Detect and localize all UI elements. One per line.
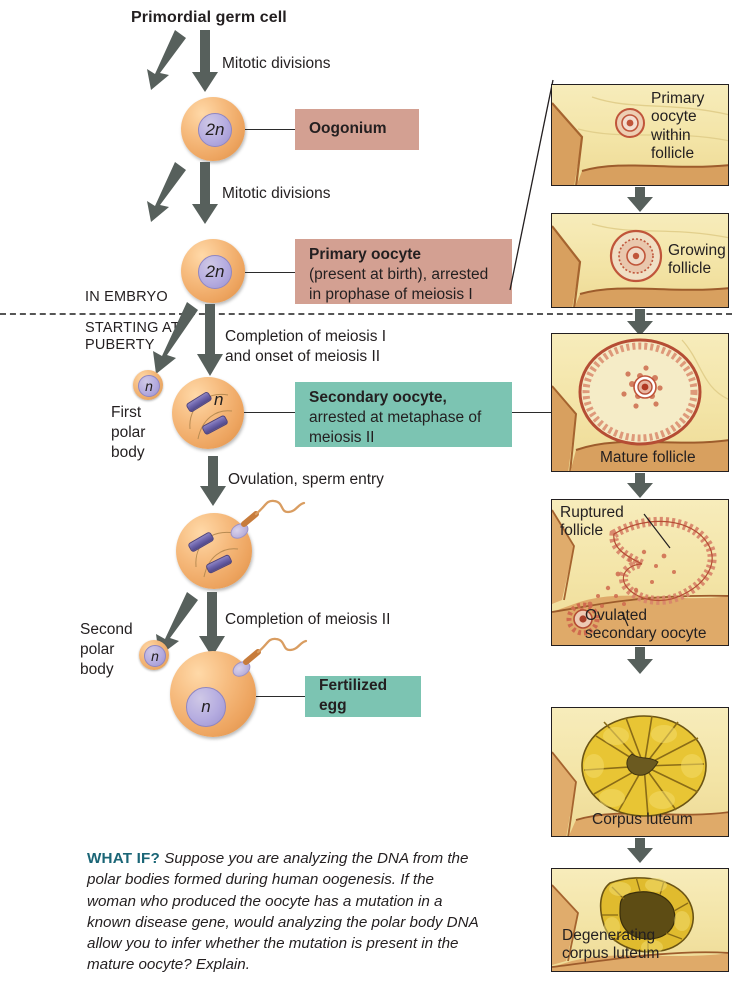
caption-line-2: follicle: [668, 260, 712, 278]
nucleus-primary-oocyte: 2n: [198, 255, 232, 289]
nucleus-fertilized-egg: n: [186, 687, 226, 727]
caption-line-1: Ruptured: [560, 504, 624, 521]
label-ovulation: Ovulation, sperm entry: [228, 471, 384, 488]
oogonium-callout-heading: Oogonium: [309, 119, 387, 137]
second-polar-body-line2: polar: [80, 641, 115, 659]
stage-label-starting-at-puberty: STARTING AT PUBERTY: [85, 320, 180, 354]
secondary-oocyte-callout-body-2: meiosis II: [309, 429, 375, 447]
second-polar-body-line3: body: [80, 661, 114, 679]
primary-oocyte-callout-heading: Primary oocyte: [309, 246, 421, 263]
arrow-panel-4-to-5: [627, 647, 653, 674]
primary-oocyte-callout-body-1: (present at birth), arrested: [309, 266, 489, 284]
panel-growing-follicle: Growing follicle: [551, 213, 729, 308]
arrow-mitotic-divisions-2: [147, 162, 218, 224]
ploidy-secondary-oocyte: n: [214, 390, 224, 409]
cell-secondary-oocyte: [172, 377, 244, 449]
caption-line-1: Corpus luteum: [592, 811, 693, 828]
caption-line-1: Degenerating: [562, 927, 656, 944]
first-polar-body-line3: body: [111, 444, 145, 462]
fertilized-egg-callout: Fertilized egg: [305, 676, 421, 717]
label-mitotic-divisions-2: Mitotic divisions: [222, 185, 331, 202]
caption-line-1: Primary: [651, 90, 705, 107]
second-polar-body-line1: Second: [80, 621, 133, 638]
embryo-puberty-divider: [0, 313, 732, 315]
caption-line-2: follicle: [560, 522, 604, 540]
arrow-panel-2-to-3: [627, 309, 653, 336]
label-mitotic-divisions-1: Mitotic divisions: [222, 55, 331, 72]
panel-caption-corpus-luteum: Corpus luteum: [592, 811, 693, 829]
arrow-ovulation: [200, 456, 226, 506]
secondary-oocyte-callout-body-1: arrested at metaphase of: [309, 409, 482, 427]
nucleus-first-polar-body: n: [138, 375, 160, 397]
arrow-panel-3-to-4: [627, 473, 653, 498]
connector-fertilized-egg: [256, 696, 305, 698]
panel-caption-degenerating-corpus-luteum: Degenerating corpus luteum: [562, 927, 659, 964]
panel-mature-follicle: Mature follicle: [551, 333, 729, 472]
caption-line-4: follicle: [651, 144, 695, 162]
sperm-tail-2: [243, 637, 308, 665]
panel-degenerating-corpus-luteum: Degenerating corpus luteum: [551, 868, 729, 972]
sperm-tail-1: [241, 499, 306, 527]
nucleus-second-polar-body: n: [144, 645, 166, 667]
panel-caption-mature-follicle: Mature follicle: [600, 449, 696, 467]
caption-line-2: corpus luteum: [562, 945, 660, 963]
first-polar-body-line2: polar: [111, 424, 146, 442]
label-meiosis-i-line1: Completion of meiosis I: [225, 328, 387, 345]
what-if-label: WHAT IF?: [87, 850, 161, 867]
panel-caption-ovulated-secondary-oocyte: Ovulated secondary oocyte: [585, 607, 707, 644]
arrow-panel-5-to-6: [627, 838, 653, 863]
label-meiosis-i: Completion of meiosis I and onset of mei…: [225, 327, 386, 367]
caption-line-1: Mature follicle: [600, 449, 696, 466]
spindle-secondary-oocyte: [189, 393, 233, 440]
arrow-panel-1-to-2: [627, 187, 653, 212]
secondary-oocyte-callout-heading: Secondary oocyte,: [309, 389, 447, 406]
secondary-oocyte-callout: Secondary oocyte, arrested at metaphase …: [295, 382, 512, 447]
panel-caption-primary-oocyte-follicle: Primary oocyte within follicle: [651, 90, 704, 163]
what-if-question: WHAT IF? Suppose you are analyzing the D…: [87, 848, 487, 976]
caption-line-3: within: [651, 126, 691, 144]
nucleus-oogonium: 2n: [198, 113, 232, 147]
connector-callout-to-mature-follicle: [512, 412, 551, 414]
arrow-meiosis-ii: [156, 592, 225, 657]
arrow-mitotic-divisions-1: [147, 30, 218, 92]
panel-caption-growing-follicle: Growing follicle: [668, 242, 726, 279]
panel-ruptured-follicle: Ruptured follicle Ovulated secondary ooc…: [551, 499, 729, 646]
label-second-polar-body: Second polar body: [80, 620, 133, 680]
primary-oocyte-callout: Primary oocyte (present at birth), arres…: [295, 239, 512, 304]
panel-primary-oocyte-follicle: Primary oocyte within follicle: [551, 84, 729, 186]
arrow-meiosis-i: [153, 302, 223, 376]
connector-primary-oocyte: [245, 272, 295, 274]
connector-secondary-oocyte: [244, 412, 295, 414]
panel-caption-ruptured-follicle: Ruptured follicle: [560, 504, 624, 541]
label-meiosis-i-line2: and onset of meiosis II: [225, 348, 381, 366]
panel-corpus-luteum: Corpus luteum: [551, 707, 729, 837]
oogonium-callout: Oogonium: [295, 109, 419, 150]
stage-label-in-embryo: IN EMBRYO: [85, 289, 168, 305]
stage-label-puberty-line1: STARTING AT: [85, 320, 180, 336]
primary-oocyte-callout-body-2: in prophase of meiosis I: [309, 286, 473, 304]
fertilized-egg-callout-heading: Fertilized egg: [319, 676, 388, 714]
first-polar-body-line1: First: [111, 404, 142, 421]
label-meiosis-ii: Completion of meiosis II: [225, 611, 391, 628]
caption-line-1: Growing: [668, 242, 726, 259]
page-title: Primordial germ cell: [131, 9, 287, 26]
stage-label-puberty-line2: PUBERTY: [85, 337, 155, 354]
connector-oogonium: [245, 129, 295, 131]
caption2-line-2: secondary oocyte: [585, 625, 707, 643]
what-if-text: Suppose you are analyzing the DNA from t…: [87, 850, 479, 974]
label-first-polar-body: First polar body: [111, 403, 145, 463]
connector-callout-to-follicle-panel: [509, 79, 554, 291]
caption2-line-1: Ovulated: [585, 607, 648, 624]
caption-line-2: oocyte: [651, 108, 697, 126]
